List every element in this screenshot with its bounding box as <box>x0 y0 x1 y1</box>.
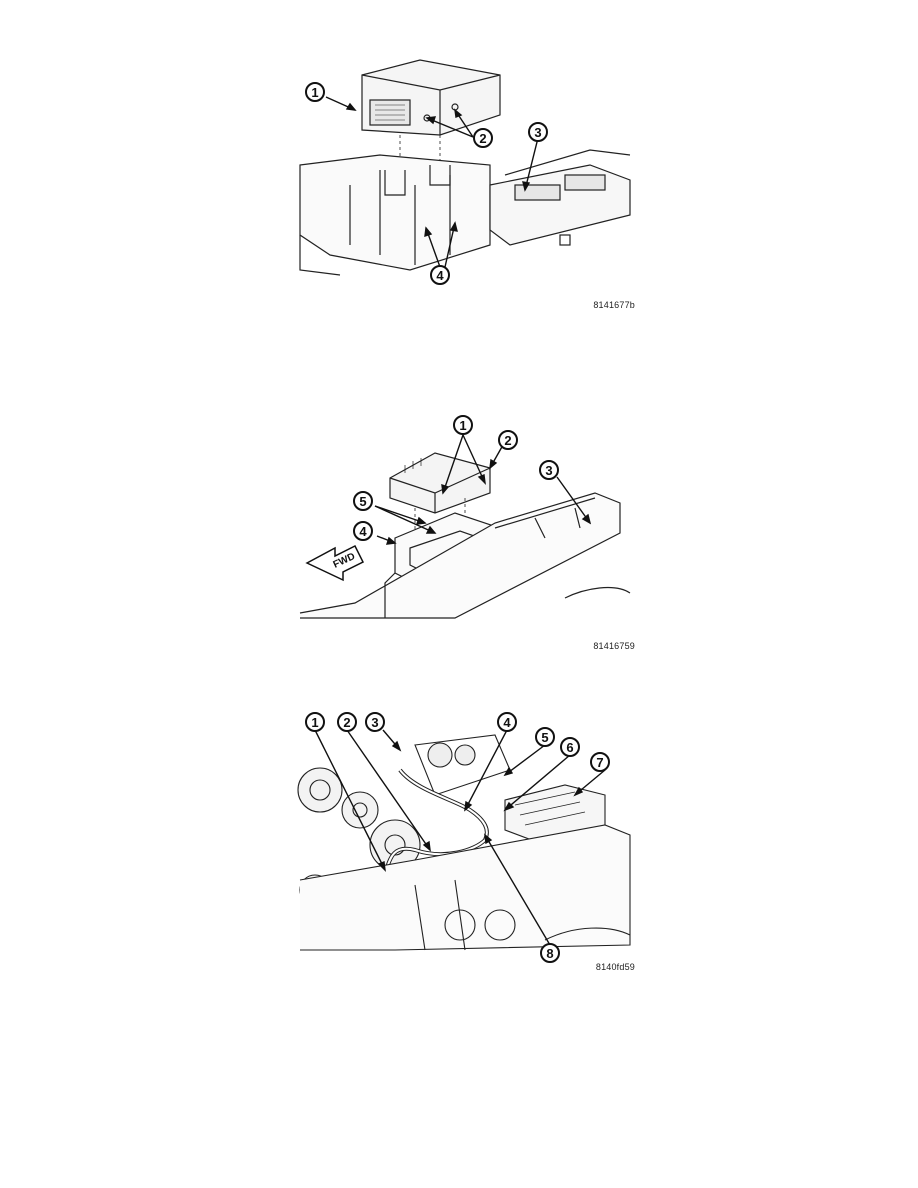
figure-id-label: 81416759 <box>593 641 635 651</box>
callout-7: 7 <box>590 752 610 772</box>
callout-1: 1 <box>305 82 325 102</box>
figure-id-label: 8141677b <box>593 300 635 310</box>
callout-3: 3 <box>528 122 548 142</box>
callout-4: 4 <box>353 521 373 541</box>
figure-1: 1 2 3 4 8141677b <box>290 55 635 320</box>
callout-5: 5 <box>353 491 373 511</box>
figure-1-illustration <box>299 59 631 276</box>
callout-6: 6 <box>560 737 580 757</box>
callout-2: 2 <box>337 712 357 732</box>
figure-id-label: 8140fd59 <box>595 962 635 972</box>
callout-1: 1 <box>305 712 325 732</box>
figure-2: FWD 1 2 3 4 5 81416759 <box>295 413 635 653</box>
callout-5: 5 <box>535 727 555 747</box>
callout-2: 2 <box>473 128 493 148</box>
callout-3: 3 <box>539 460 559 480</box>
figure-3-illustration <box>297 729 631 951</box>
callout-8: 8 <box>540 943 560 963</box>
callout-1: 1 <box>453 415 473 435</box>
callout-2: 2 <box>498 430 518 450</box>
callout-3: 3 <box>365 712 385 732</box>
callout-4: 4 <box>430 265 450 285</box>
fwd-arrow-icon <box>305 544 365 582</box>
figure-2-illustration: FWD <box>299 434 631 619</box>
figure-3: 1 2 3 4 5 6 7 8 8140fd59 <box>295 710 635 975</box>
callout-4: 4 <box>497 712 517 732</box>
